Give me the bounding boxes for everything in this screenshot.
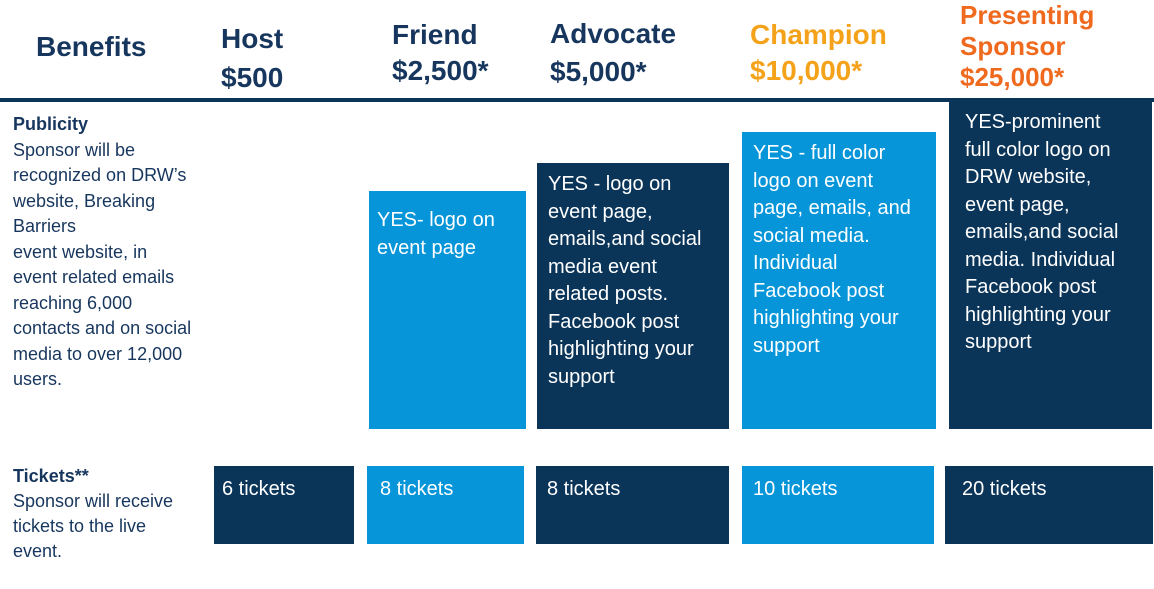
publicity-cell-champion: YES - full color logo on event page, ema… — [742, 132, 936, 429]
publicity-title: Publicity — [13, 114, 89, 134]
tier-presenting-name-line2: Sponsor — [960, 31, 1066, 61]
publicity-description: Sponsor will be recognized on DRW’s webs… — [13, 139, 192, 390]
tickets-cell-champion: 10 tickets — [742, 466, 934, 544]
tier-advocate-amount: $5,000* — [550, 56, 647, 87]
tickets-label: Tickets** Sponsor will receive tickets t… — [13, 464, 213, 564]
tickets-cell-friend: 8 tickets — [367, 466, 524, 544]
tier-host-amount: $500 — [221, 62, 284, 93]
publicity-cell-advocate: YES - logo on event page, emails,and soc… — [537, 163, 729, 429]
tickets-cell-advocate: 8 tickets — [536, 466, 729, 544]
tier-presenting-amount: $25,000* — [960, 62, 1065, 92]
tickets-description: Sponsor will receive tickets to the live… — [13, 491, 174, 561]
tier-champion-name: Champion — [750, 19, 887, 50]
tickets-cell-host: 6 tickets — [214, 466, 354, 544]
tickets-title: Tickets** — [13, 466, 89, 486]
publicity-label: Publicity Sponsor will be recognized on … — [13, 112, 213, 393]
tier-presenting-heading: Presenting Sponsor $25,000* — [960, 0, 1094, 93]
header-divider — [0, 98, 1154, 102]
publicity-cell-friend: YES- logo on event page — [369, 191, 526, 429]
tier-champion-amount: $10,000* — [750, 55, 863, 86]
tier-friend-heading: Friend $2,500* — [392, 19, 489, 87]
tier-friend-name: Friend — [392, 19, 478, 50]
tier-host-name: Host — [221, 23, 284, 54]
tier-champion-heading: Champion $10,000* — [750, 19, 887, 87]
benefits-heading-text: Benefits — [36, 31, 147, 62]
tier-host-heading: Host $500 — [221, 23, 283, 94]
tier-advocate-name: Advocate — [550, 18, 677, 49]
tier-friend-amount: $2,500* — [392, 55, 489, 86]
tier-advocate-heading: Advocate $5,000* — [550, 18, 676, 88]
tickets-cell-presenting: 20 tickets — [945, 466, 1153, 544]
benefits-heading: Benefits — [36, 31, 146, 63]
publicity-cell-presenting: YES-prominent full color logo on DRW web… — [949, 102, 1152, 429]
tier-presenting-name-line1: Presenting — [960, 0, 1095, 30]
